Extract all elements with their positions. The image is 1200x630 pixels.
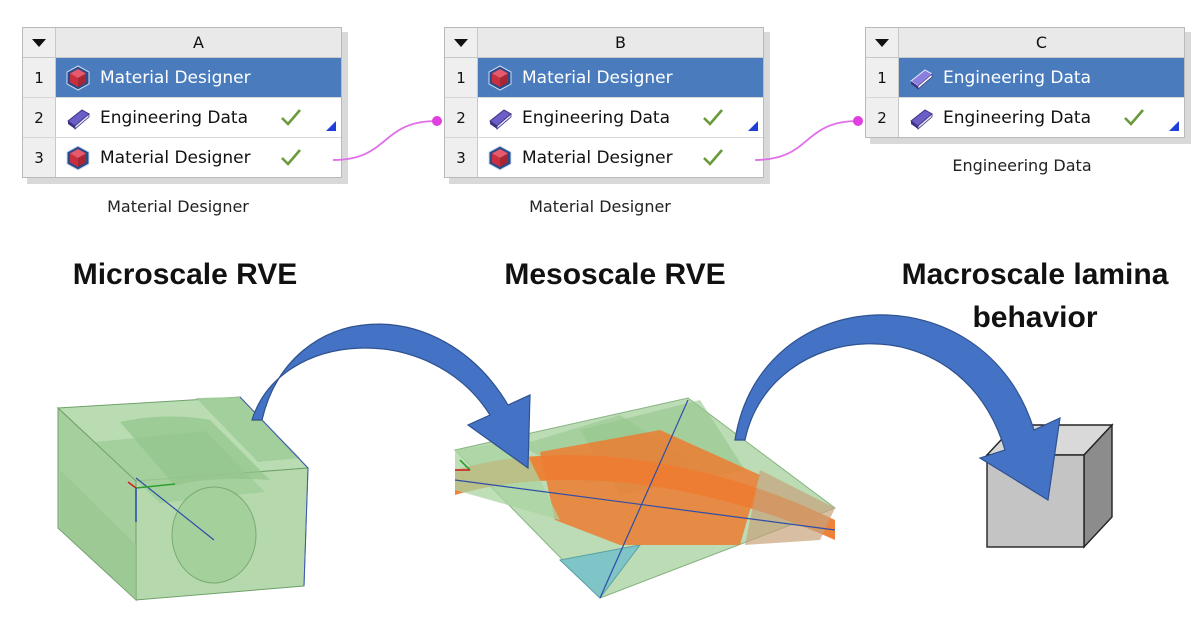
macroscale-cube [985, 423, 1114, 549]
system-c[interactable]: C 1 Engineering Data 2 Engine [865, 27, 1191, 144]
cell-label: Engineering Data [100, 107, 248, 128]
system-caption: Material Designer [529, 197, 671, 216]
cell-row[interactable]: 3 Material Designer [23, 138, 341, 177]
scale-transfer-arrow-1 [251, 323, 531, 470]
engineering-data-icon [910, 68, 933, 90]
cell-row[interactable]: 2 Engineering Data [445, 98, 763, 138]
heading-microscale: Microscale RVE [72, 258, 298, 291]
cell-label: Material Designer [100, 147, 251, 168]
microscale-rve-model [56, 396, 310, 602]
system-letter: C [899, 28, 1184, 58]
check-icon [1124, 109, 1144, 126]
system-menu-dropdown[interactable] [866, 28, 899, 58]
mesoscale-rve-model [454, 397, 837, 599]
cell-row[interactable]: 1 Engineering Data [866, 58, 1184, 98]
cell-label: Material Designer [100, 67, 251, 88]
heading-mesoscale: Mesoscale RVE [504, 258, 726, 291]
scale-transfer-arrow-2 [734, 314, 1061, 501]
connection-port-b [432, 116, 442, 126]
connection-link-a-b [332, 120, 438, 161]
engineering-data-icon [489, 108, 512, 130]
engineering-data-icon [910, 108, 933, 130]
system-menu-dropdown[interactable] [23, 28, 56, 58]
check-icon [281, 109, 301, 126]
material-designer-icon [488, 144, 512, 171]
system-letter: A [56, 28, 341, 58]
cell-row[interactable]: 1 Material Designer [23, 58, 341, 98]
material-designer-icon [488, 64, 512, 91]
cell-row[interactable]: 1 Material Designer [445, 58, 763, 98]
corner-marker-icon [748, 121, 758, 131]
system-caption: Engineering Data [952, 156, 1092, 175]
cell-row[interactable]: 3 Material Designer [445, 138, 763, 177]
row-number: 3 [23, 138, 56, 177]
connection-port-c [853, 116, 863, 126]
material-designer-icon [66, 64, 90, 91]
check-icon [281, 149, 301, 166]
system-letter: B [478, 28, 763, 58]
system-menu-dropdown[interactable] [445, 28, 478, 58]
row-number: 1 [23, 58, 56, 97]
cell-label: Engineering Data [522, 107, 670, 128]
material-designer-icon [66, 144, 90, 171]
corner-marker-icon [326, 121, 336, 131]
row-number: 2 [866, 98, 899, 137]
heading-macroscale-line1: Macroscale lamina [901, 258, 1169, 291]
cell-label: Material Designer [522, 147, 673, 168]
engineering-data-icon [67, 108, 90, 130]
system-b[interactable]: B 1 Material Designer 2 [444, 27, 770, 184]
row-number: 1 [866, 58, 899, 97]
corner-marker-icon [1169, 121, 1179, 131]
cell-row[interactable]: 2 Engineering Data [866, 98, 1184, 137]
row-number: 2 [445, 98, 478, 137]
check-icon [703, 149, 723, 166]
cell-label: Engineering Data [943, 107, 1091, 128]
row-number: 1 [445, 58, 478, 97]
cell-row[interactable]: 2 Engineering Data [23, 98, 341, 138]
heading-macroscale-line2: behavior [972, 301, 1098, 334]
cell-label: Engineering Data [943, 67, 1091, 88]
connection-link-b-c [754, 120, 859, 161]
system-caption: Material Designer [107, 197, 249, 216]
row-number: 3 [445, 138, 478, 177]
check-icon [703, 109, 723, 126]
system-a[interactable]: A 1 Material Designer 2 [22, 27, 348, 184]
row-number: 2 [23, 98, 56, 137]
cell-label: Material Designer [522, 67, 673, 88]
